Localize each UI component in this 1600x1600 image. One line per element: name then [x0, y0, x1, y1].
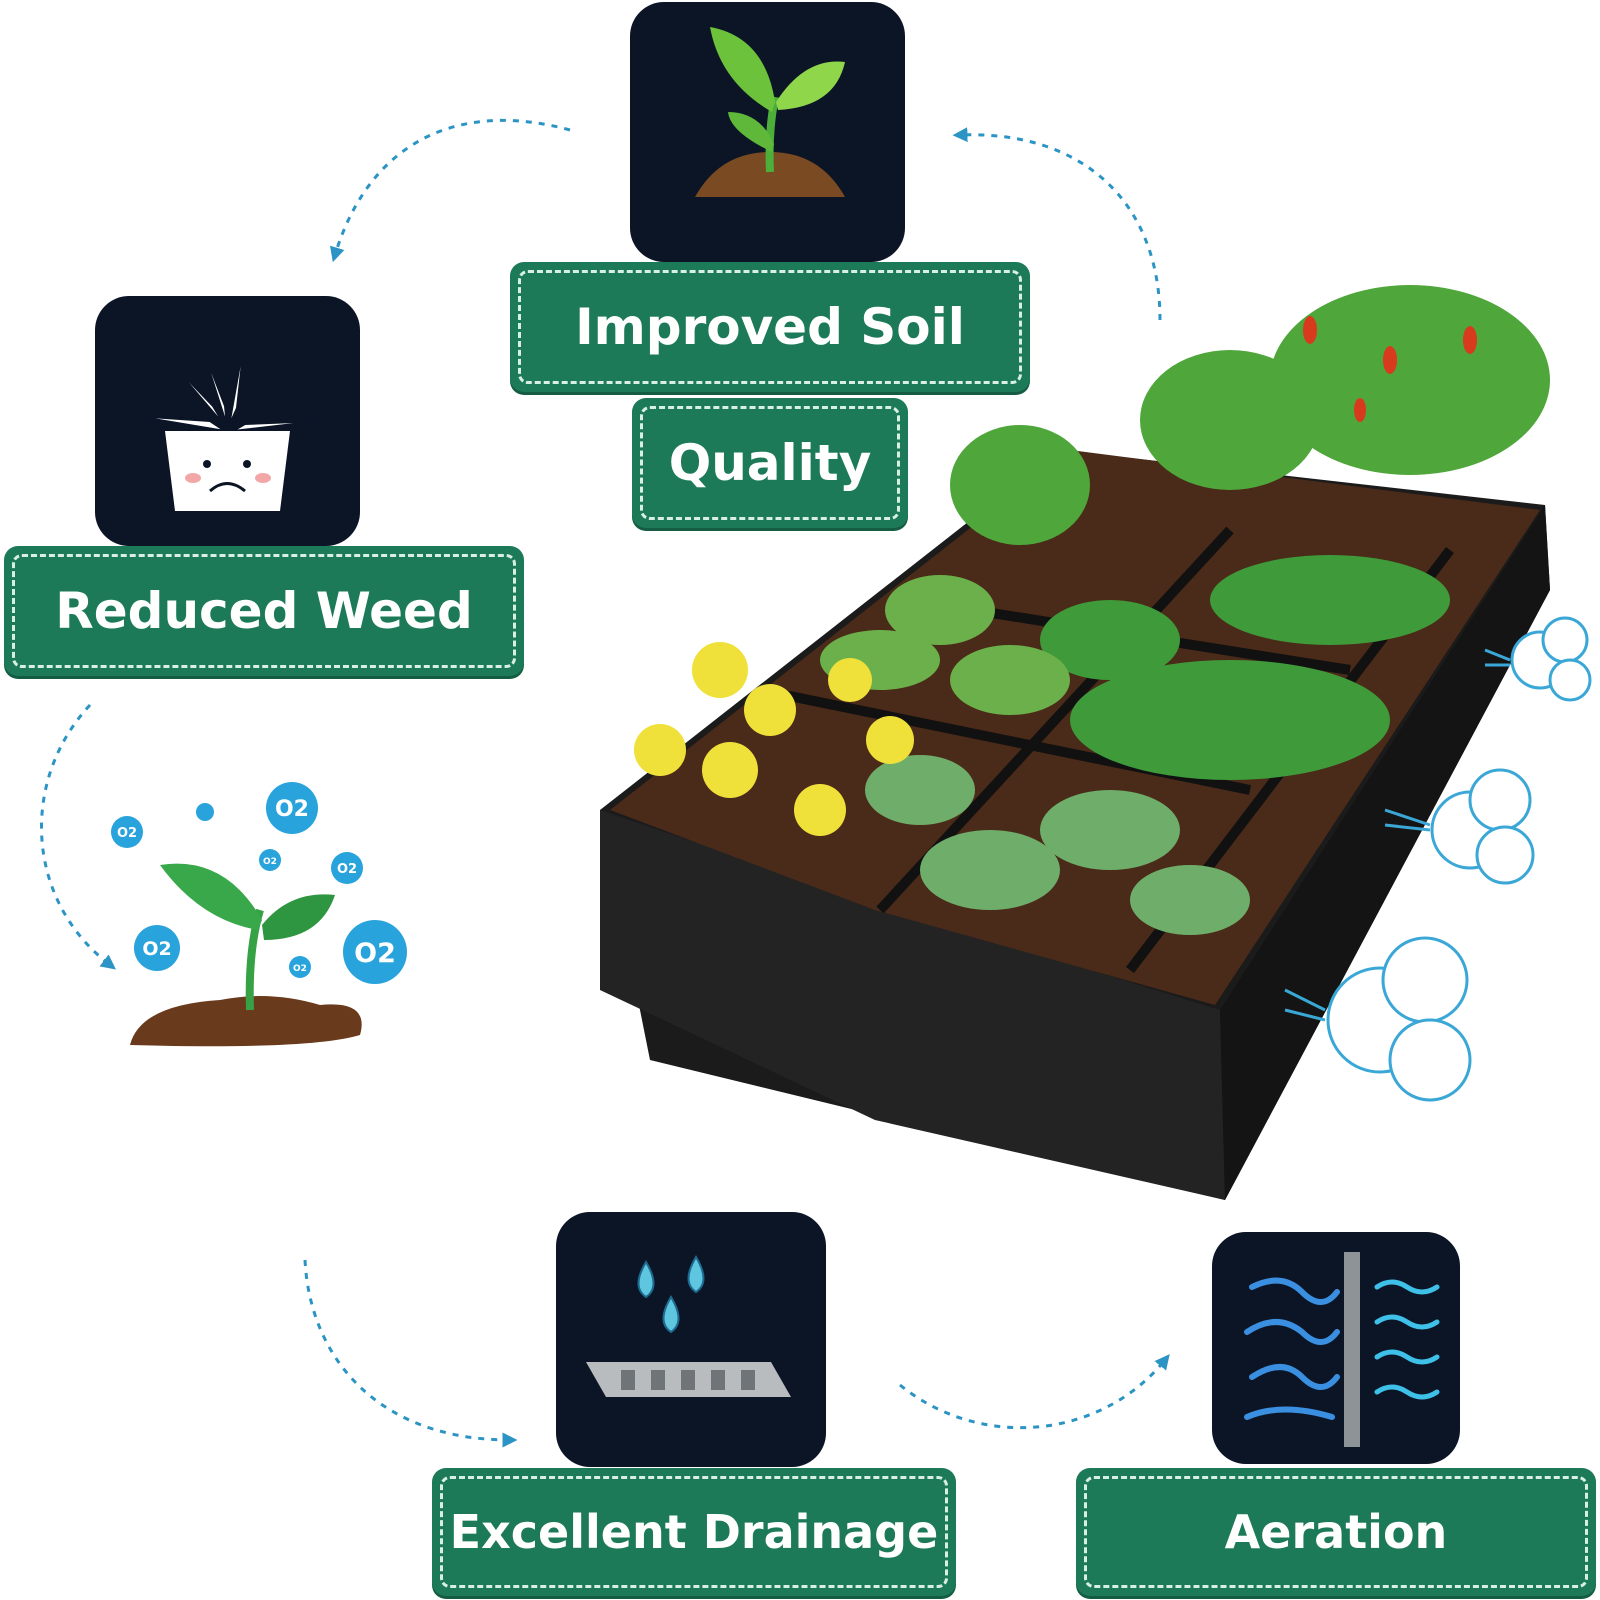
- o2-bubble-1: O2: [117, 826, 137, 841]
- excellent-drainage-label: Excellent Drainage: [432, 1468, 956, 1596]
- aeration-icon-box: [1212, 1232, 1460, 1464]
- drainage-icon-box: [556, 1212, 826, 1467]
- sad-plant-icon: [134, 335, 321, 511]
- reduced-weed-text: Reduced Weed: [55, 582, 473, 640]
- sprout-icon-box: [630, 2, 905, 262]
- o2-bubble-2: O2: [275, 797, 309, 822]
- drainage-icon: [586, 1255, 791, 1397]
- aeration-icon: [1244, 1252, 1440, 1447]
- arrow-to-drainage: [303, 1259, 518, 1448]
- arrow-weed-to-o2: [40, 703, 116, 970]
- arrow-soil-to-weed: [330, 118, 571, 263]
- sad-plant-icon-box: [95, 296, 360, 546]
- arrow-bed-to-soil: [952, 127, 1162, 321]
- improved-soil-text: Improved Soil: [575, 298, 965, 356]
- o2-bubble-6: O2: [293, 964, 307, 974]
- o2-bubble-5: O2: [142, 938, 171, 960]
- reduced-weed-label: Reduced Weed: [4, 546, 524, 676]
- quality-label: Quality: [632, 398, 908, 528]
- quality-text: Quality: [668, 434, 872, 492]
- o2-bubble-4: O2: [337, 862, 357, 877]
- improved-soil-label: Improved Soil: [510, 262, 1030, 392]
- aeration-text: Aeration: [1224, 1505, 1448, 1559]
- o2-bubble-3: O2: [263, 857, 277, 867]
- aeration-label: Aeration: [1076, 1468, 1596, 1596]
- arrow-drainage-to-aeration: [899, 1354, 1170, 1430]
- o2-bubble-7: O2: [354, 938, 396, 969]
- o2-plant-icon: O2 O2 O2 O2 O2 O2 O2: [111, 782, 407, 1047]
- sprout-icon: [695, 27, 845, 197]
- excellent-drainage-text: Excellent Drainage: [449, 1505, 939, 1559]
- grow-bed-image: [600, 285, 1592, 1200]
- breathing-cloud-icon: [1326, 616, 1592, 1102]
